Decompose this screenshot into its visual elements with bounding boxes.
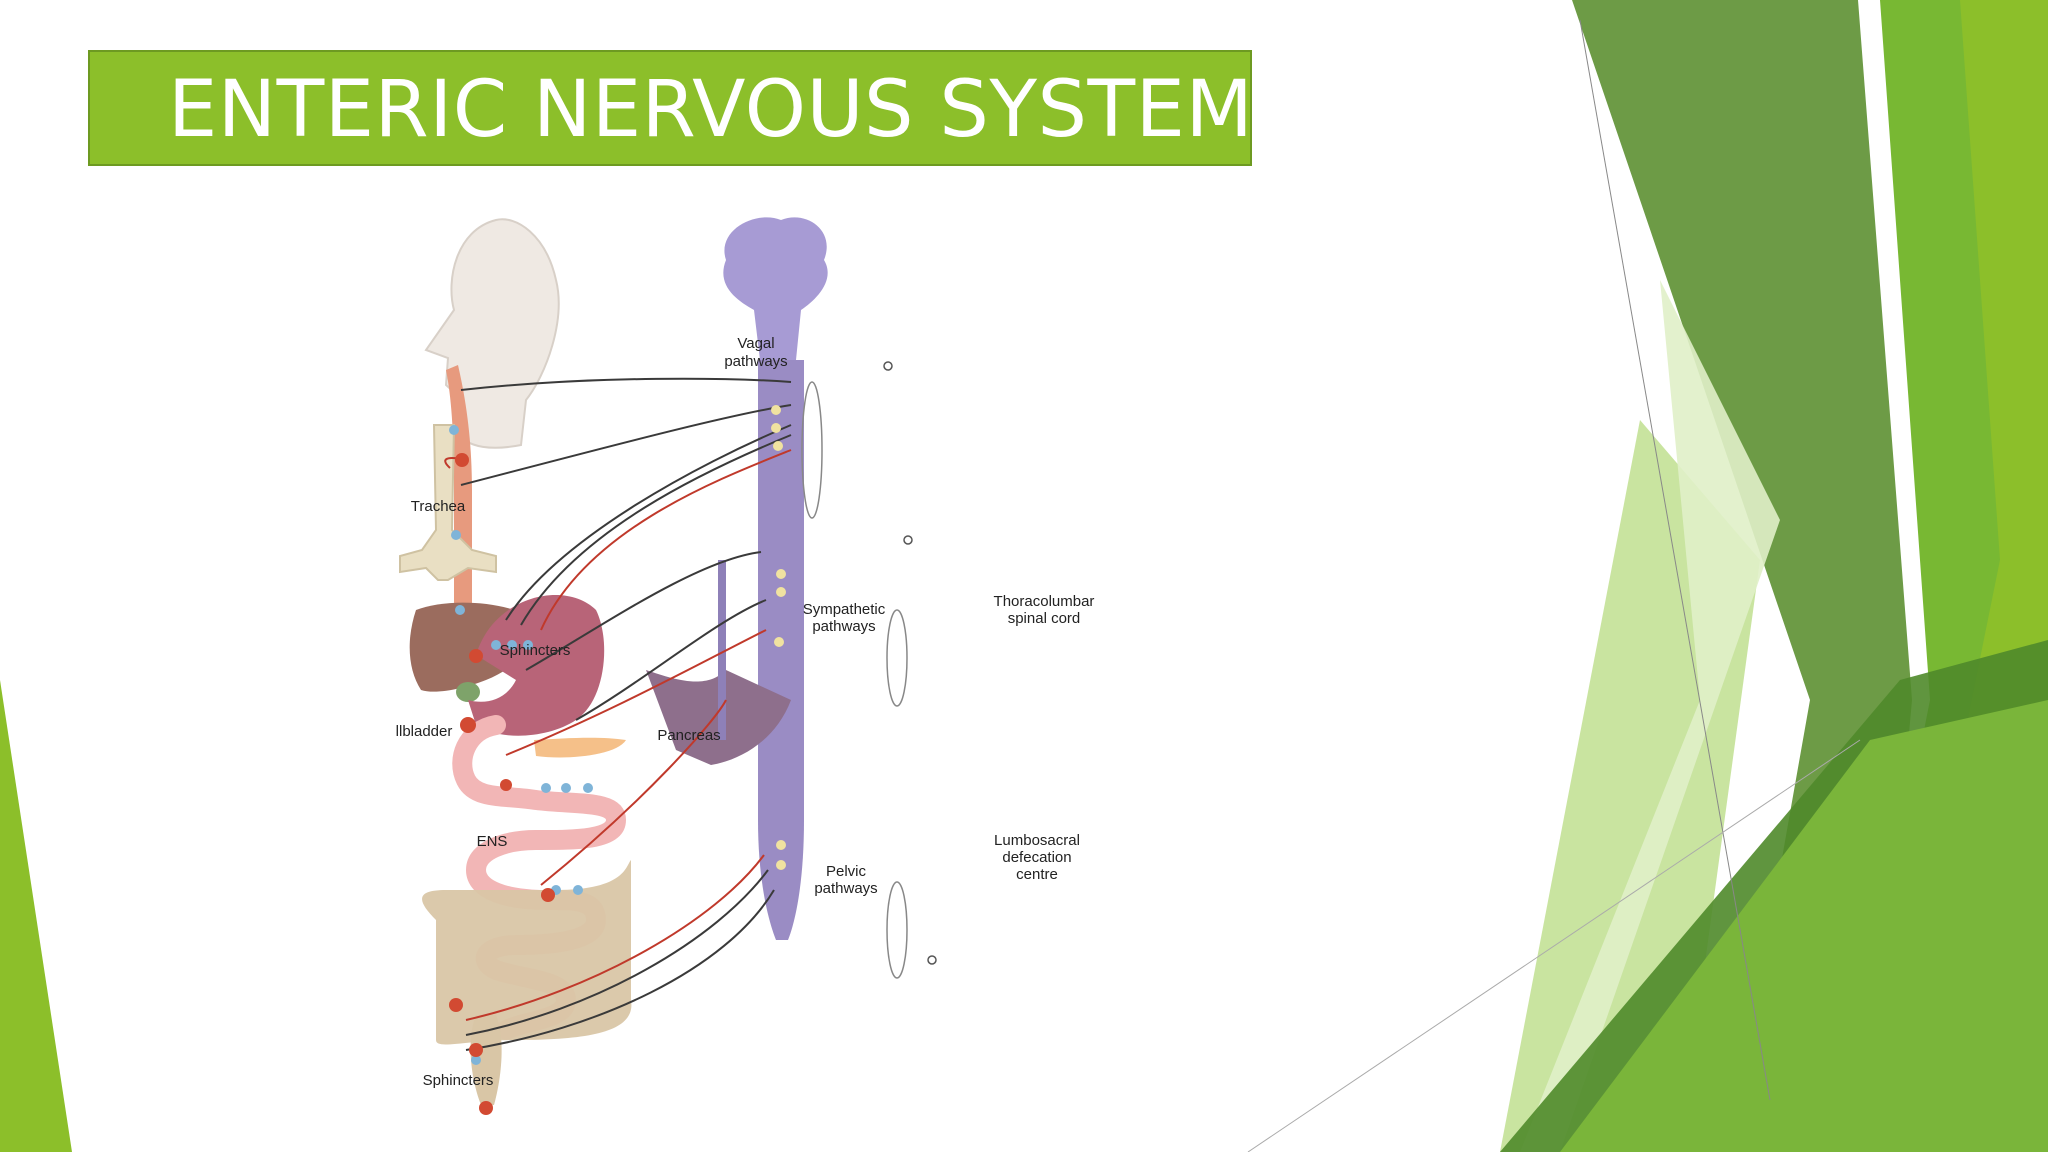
ganglion <box>449 425 459 435</box>
sphincter <box>469 1043 483 1057</box>
pelvic-ellipse <box>887 882 907 978</box>
ganglion <box>455 605 465 615</box>
sphincter <box>449 998 463 1012</box>
label-thoracolumbar-line2: spinal cord <box>1008 610 1081 627</box>
colon <box>422 860 631 1044</box>
label-pancreas: Pancreas <box>657 727 720 744</box>
label-lumbosacral-line3: centre <box>1016 866 1058 883</box>
label-vagal-line2: pathways <box>724 353 787 370</box>
ganglion <box>776 587 786 597</box>
sphincter <box>455 453 469 467</box>
label-pelvic-line2: pathways <box>814 880 877 897</box>
ganglion <box>773 441 783 451</box>
label-thoracolumbar-line1: Thoracolumbar <box>994 593 1095 610</box>
ganglion <box>774 637 784 647</box>
terminal-bulb <box>884 362 892 370</box>
sphincter <box>460 717 476 733</box>
label-trachea: Trachea <box>411 498 466 515</box>
ganglion <box>771 405 781 415</box>
sphincter <box>479 1101 493 1115</box>
label-pelvic-line1: Pelvic <box>826 863 867 880</box>
ganglion <box>776 840 786 850</box>
sphincter <box>500 779 512 791</box>
vagal-ellipse <box>802 382 822 518</box>
ganglion <box>451 530 461 540</box>
head-silhouette <box>426 219 559 448</box>
label-sympathetic-line2: pathways <box>812 618 875 635</box>
label-sphincters-lower: Sphincters <box>423 1072 494 1089</box>
slide-title: ENTERIC NERVOUS SYSTEM <box>168 60 1253 160</box>
label-lumbosacral-line2: defecation <box>1002 849 1071 866</box>
left-accent-shape <box>0 680 72 1152</box>
ganglion <box>771 423 781 433</box>
ganglion <box>541 783 551 793</box>
label-vagal-line1: Vagal <box>737 335 774 352</box>
gallbladder <box>456 682 480 702</box>
ganglion <box>776 860 786 870</box>
terminal-bulb <box>904 536 912 544</box>
sphincter <box>541 888 555 902</box>
ganglion <box>776 569 786 579</box>
ganglion <box>561 783 571 793</box>
label-sympathetic-line1: Sympathetic <box>803 601 886 618</box>
label-lumbosacral-line1: Lumbosacral <box>994 832 1080 849</box>
ens-diagram: Vagal pathways Trachea Thoracolumbar spi… <box>396 200 1136 1130</box>
ganglion <box>573 885 583 895</box>
label-sphincters-upper: Sphincters <box>500 642 571 659</box>
pancreas <box>534 738 626 758</box>
label-ens: ENS <box>477 833 508 850</box>
terminal-bulb <box>928 956 936 964</box>
ganglion <box>583 783 593 793</box>
sympathetic-ellipse <box>887 610 907 706</box>
label-gallbladder: Gallbladder <box>396 723 452 740</box>
sphincter <box>469 649 483 663</box>
title-banner: ENTERIC NERVOUS SYSTEM <box>88 50 1252 166</box>
